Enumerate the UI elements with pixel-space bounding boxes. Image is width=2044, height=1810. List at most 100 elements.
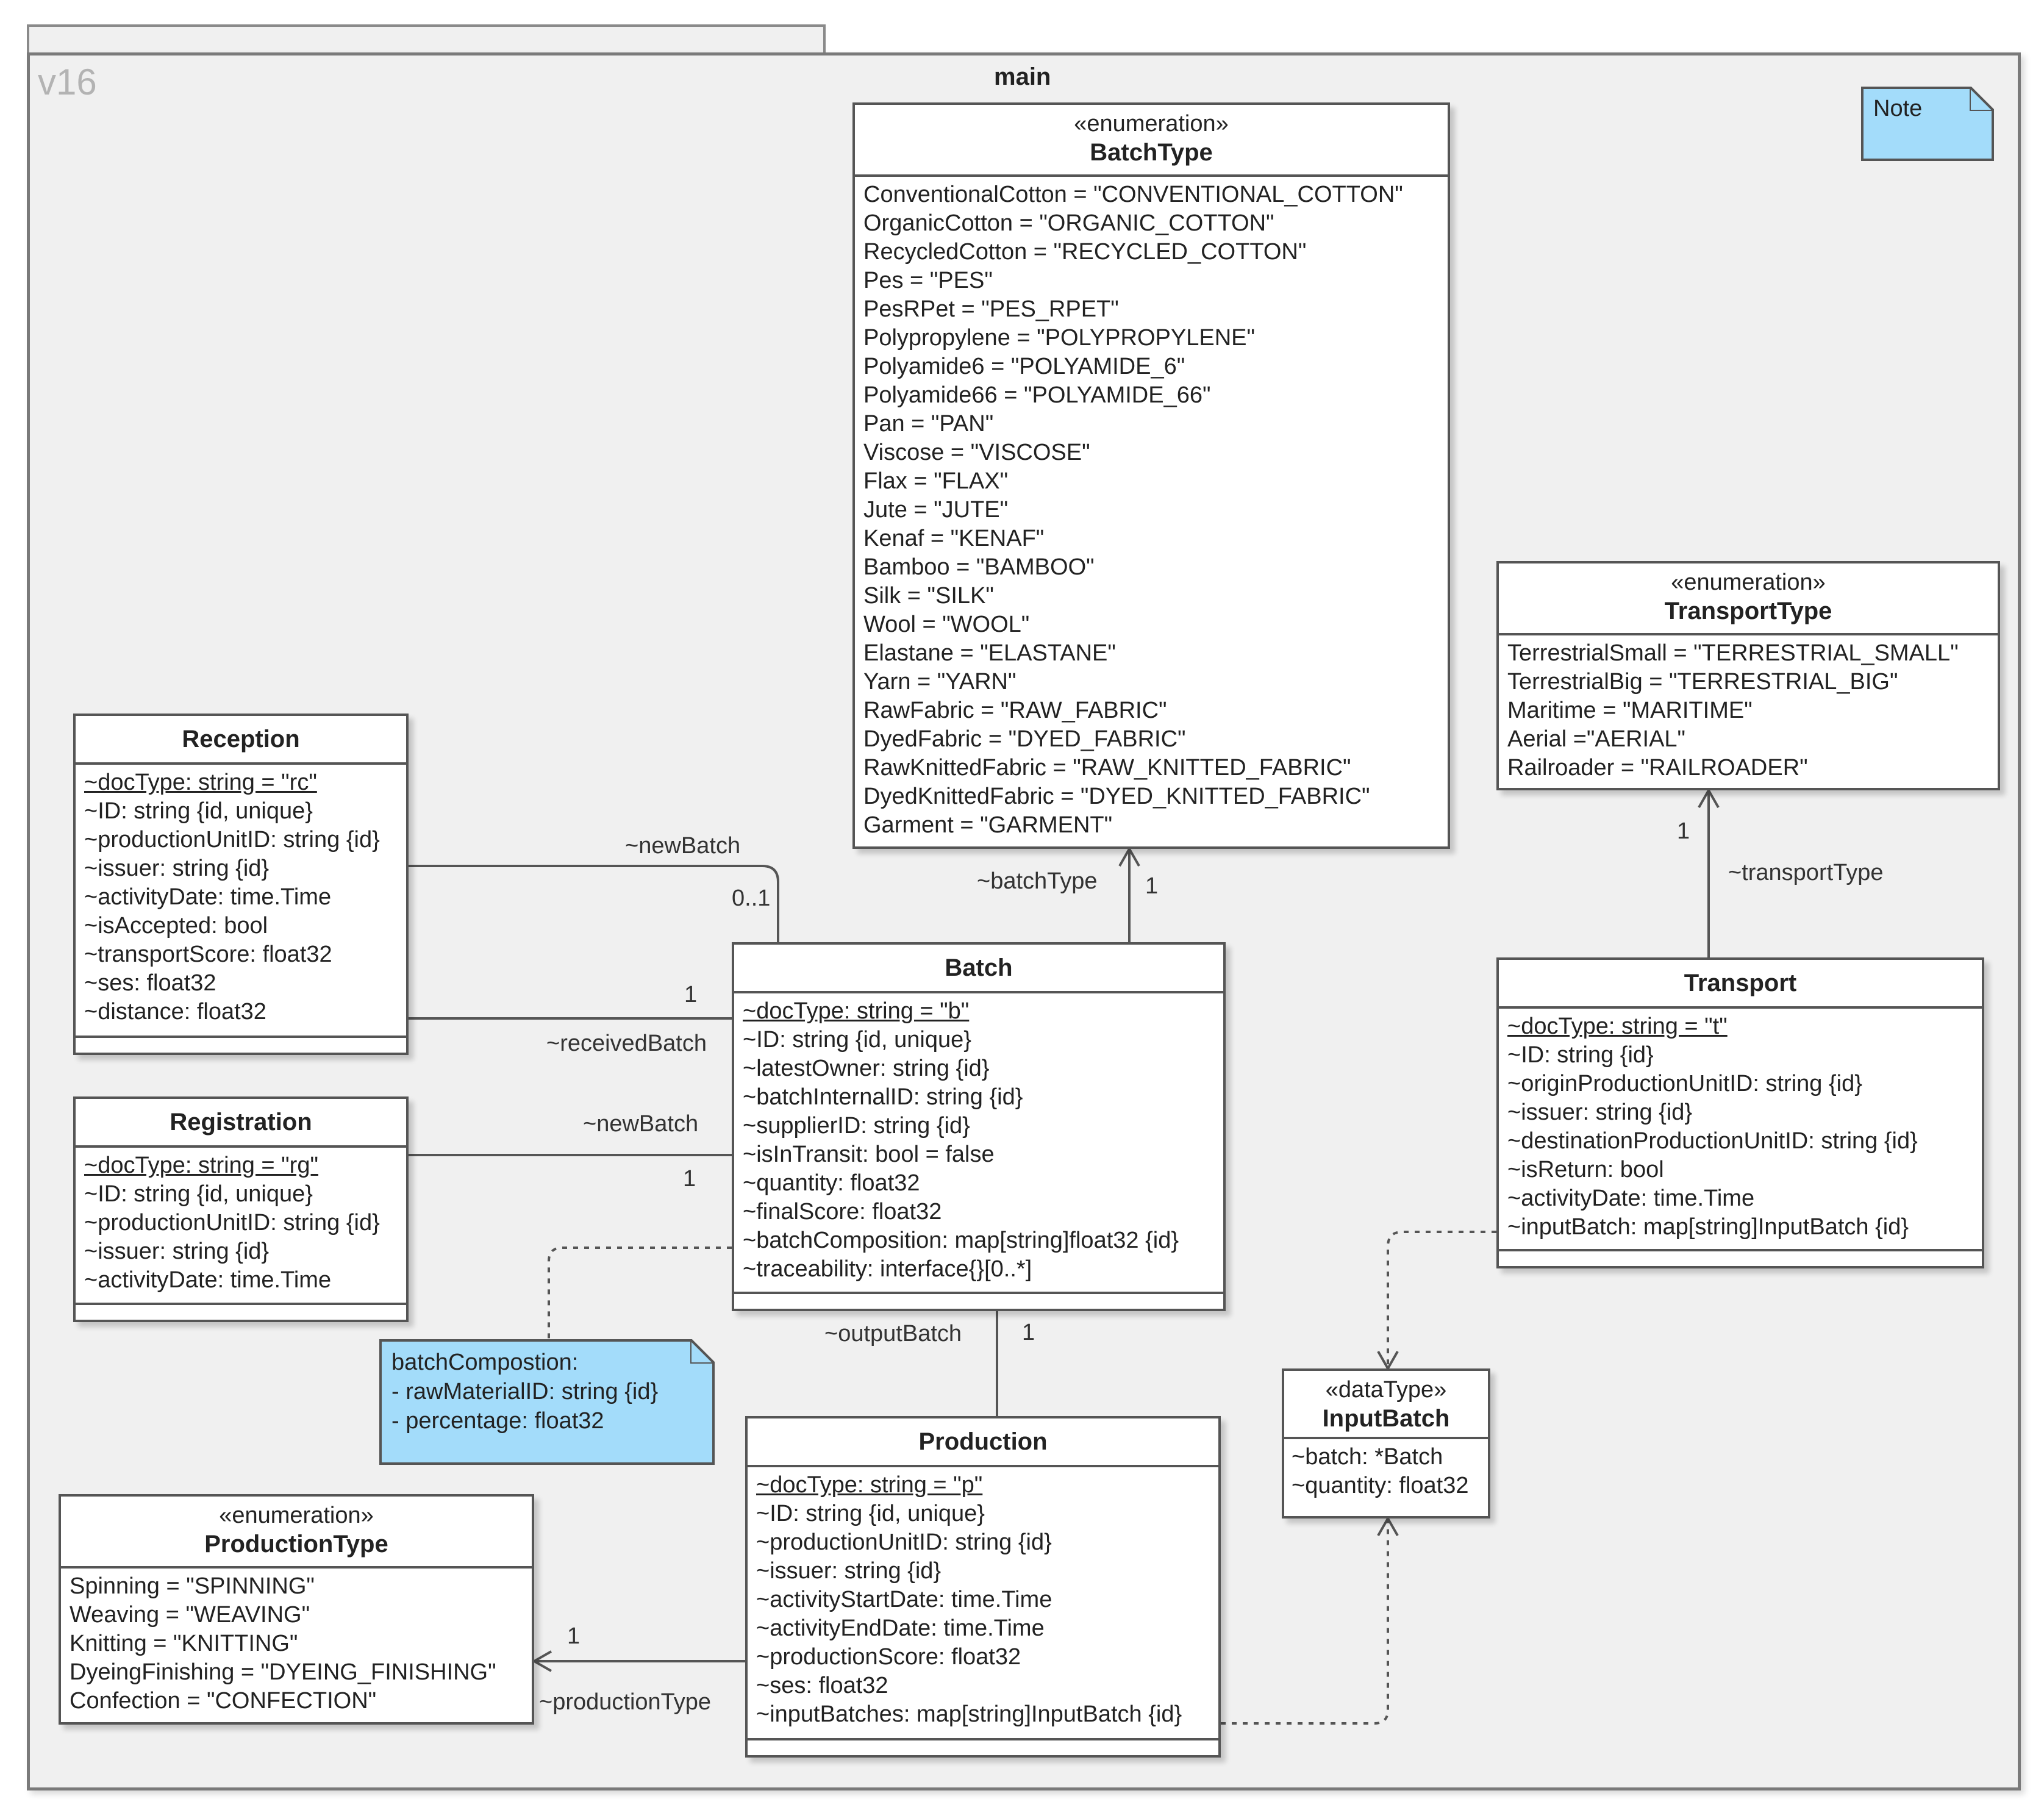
batchtype-enumeration[interactable]: «enumeration» BatchType ConventionalCott… [852, 102, 1450, 849]
frame-name-label: main [994, 63, 1051, 90]
reception-attributes: ~docType: string = "rc" ~ID: string {id,… [76, 765, 406, 1026]
batch-operations [734, 1292, 1223, 1309]
role-transporttype: ~transportType [1728, 860, 1884, 885]
reception-name: Reception [182, 726, 300, 753]
reception-operations [76, 1036, 406, 1053]
batchtype-name: BatchType [1090, 139, 1213, 166]
transport-name: Transport [1684, 970, 1797, 996]
enum-literal: Viscose = "VISCOSE" [863, 440, 1090, 465]
class-attribute: ~traceability: interface{}[0..*] [743, 1256, 1032, 1282]
default-note-fold [1970, 87, 1994, 111]
productiontype-literals: Spinning = "SPINNING" Weaving = "WEAVING… [61, 1569, 532, 1715]
registration-header: Registration [76, 1099, 406, 1148]
batch-composition-note[interactable]: batchCompostion: - rawMaterialID: string… [379, 1339, 715, 1465]
enum-literal: Elastane = "ELASTANE" [863, 640, 1116, 666]
role-registration-newbatch: ~newBatch [583, 1111, 699, 1137]
class-attribute: ~supplierID: string {id} [743, 1113, 970, 1139]
reception-class[interactable]: Reception ~docType: string = "rc" ~ID: s… [73, 714, 409, 1055]
multiplicity-reception-receivedbatch: 1 [684, 982, 698, 1007]
inputbatch-datatype[interactable]: «dataType» InputBatch ~batch: *Batch ~qu… [1282, 1368, 1490, 1518]
class-attribute: ~docType: string = "b" [743, 998, 970, 1024]
class-attribute: ~ses: float32 [84, 970, 216, 996]
enum-literal: Silk = "SILK" [863, 583, 994, 609]
transport-class[interactable]: Transport ~docType: string = "t" ~ID: st… [1496, 957, 1984, 1268]
edge-note-anchor [548, 1247, 732, 1339]
edge-reception-newbatch [409, 865, 779, 942]
class-attribute: ~transportScore: float32 [84, 942, 332, 967]
class-attribute: ~docType: string = "rg" [84, 1153, 318, 1178]
note-line: - rawMaterialID: string {id} [391, 1379, 659, 1404]
transport-header: Transport [1499, 960, 1982, 1009]
enum-literal: Wool = "WOOL" [863, 612, 1030, 637]
enum-literal: Bamboo = "BAMBOO" [863, 554, 1095, 580]
inputbatch-header: «dataType» InputBatch [1284, 1371, 1488, 1439]
transport-attributes: ~docType: string = "t" ~ID: string {id} … [1499, 1009, 1982, 1242]
enum-literal: Garment = "GARMENT" [863, 812, 1113, 838]
class-attribute: ~distance: float32 [84, 999, 266, 1025]
multiplicity-registration-newbatch: 1 [683, 1166, 696, 1192]
productiontype-name: ProductionType [204, 1531, 388, 1558]
production-operations [748, 1738, 1218, 1755]
production-class[interactable]: Production ~docType: string = "p" ~ID: s… [745, 1416, 1221, 1758]
transport-operations [1499, 1249, 1982, 1266]
class-attribute: ~batch: *Batch [1292, 1444, 1443, 1470]
class-attribute: ~issuer: string {id} [1507, 1100, 1693, 1125]
multiplicity-batchtype: 1 [1145, 873, 1159, 899]
class-attribute: ~issuer: string {id} [84, 856, 270, 881]
class-attribute: ~ID: string {id, unique} [743, 1027, 971, 1053]
enum-literal: TerrestrialBig = "TERRESTRIAL_BIG" [1507, 669, 1898, 695]
class-attribute: ~originProductionUnitID: string {id} [1507, 1071, 1862, 1096]
production-header: Production [748, 1418, 1218, 1467]
enum-literal: RawFabric = "RAW_FABRIC" [863, 698, 1167, 723]
productiontype-header: «enumeration» ProductionType [61, 1497, 532, 1569]
class-attribute: ~isInTransit: bool = false [743, 1142, 995, 1167]
registration-name: Registration [170, 1109, 312, 1136]
registration-attributes: ~docType: string = "rg" ~ID: string {id,… [76, 1148, 406, 1295]
frame-tab [27, 24, 826, 52]
enum-literal: OrganicCotton = "ORGANIC_COTTON" [863, 210, 1274, 236]
default-note[interactable]: Note [1861, 87, 1994, 161]
transporttype-enumeration[interactable]: «enumeration» TransportType TerrestrialS… [1496, 561, 2000, 790]
enum-literal: TerrestrialSmall = "TERRESTRIAL_SMALL" [1507, 640, 1959, 666]
class-attribute: ~productionUnitID: string {id} [84, 827, 380, 853]
class-attribute: ~activityStartDate: time.Time [756, 1587, 1052, 1612]
enum-literal: Flax = "FLAX" [863, 468, 1009, 494]
enum-literal: Polyamide6 = "POLYAMIDE_6" [863, 354, 1185, 379]
batch-composition-note-body: batchCompostion: - rawMaterialID: string… [382, 1342, 712, 1442]
multiplicity-transporttype: 1 [1677, 818, 1690, 844]
enum-literal: Pes = "PES" [863, 268, 993, 293]
inputbatch-attributes: ~batch: *Batch ~quantity: float32 [1284, 1439, 1488, 1500]
arrowhead-batchtype [1118, 846, 1140, 867]
enum-literal: DyeingFinishing = "DYEING_FINISHING" [70, 1659, 496, 1685]
class-attribute: ~docType: string = "p" [756, 1472, 983, 1498]
batch-composition-note-fold [690, 1339, 715, 1364]
batch-attributes: ~docType: string = "b" ~ID: string {id, … [734, 993, 1223, 1284]
class-attribute: ~batchComposition: map[string]float32 {i… [743, 1228, 1179, 1253]
frame-version-label: v16 [38, 62, 97, 102]
transporttype-literals: TerrestrialSmall = "TERRESTRIAL_SMALL" T… [1499, 635, 1998, 782]
batch-class[interactable]: Batch ~docType: string = "b" ~ID: string… [732, 942, 1226, 1311]
reception-header: Reception [76, 716, 406, 765]
enum-literal: Jute = "JUTE" [863, 497, 1009, 523]
class-attribute: ~activityDate: time.Time [84, 1267, 332, 1293]
enum-literal: Confection = "CONFECTION" [70, 1688, 377, 1714]
role-reception-newbatch: ~newBatch [625, 833, 741, 859]
class-attribute: ~quantity: float32 [1292, 1473, 1469, 1498]
role-productiontype: ~productionType [539, 1689, 712, 1715]
productiontype-enumeration[interactable]: «enumeration» ProductionType Spinning = … [59, 1494, 534, 1725]
productiontype-stereotype: «enumeration» [219, 1503, 374, 1528]
class-attribute: ~inputBatches: map[string]InputBatch {id… [756, 1701, 1182, 1727]
class-attribute: ~quantity: float32 [743, 1170, 920, 1196]
enum-literal: RawKnittedFabric = "RAW_KNITTED_FABRIC" [863, 755, 1351, 781]
arrowhead-productiontype [531, 1650, 552, 1672]
transporttype-name: TransportType [1664, 598, 1832, 624]
multiplicity-productiontype: 1 [567, 1623, 581, 1649]
enum-literal: Yarn = "YARN" [863, 669, 1017, 695]
registration-operations [76, 1303, 406, 1320]
registration-class[interactable]: Registration ~docType: string = "rg" ~ID… [73, 1096, 409, 1322]
class-attribute: ~isAccepted: bool [84, 913, 268, 939]
class-attribute: ~batchInternalID: string {id} [743, 1084, 1023, 1110]
enum-literal: ConventionalCotton = "CONVENTIONAL_COTTO… [863, 182, 1403, 207]
enum-literal: Spinning = "SPINNING" [70, 1573, 315, 1599]
